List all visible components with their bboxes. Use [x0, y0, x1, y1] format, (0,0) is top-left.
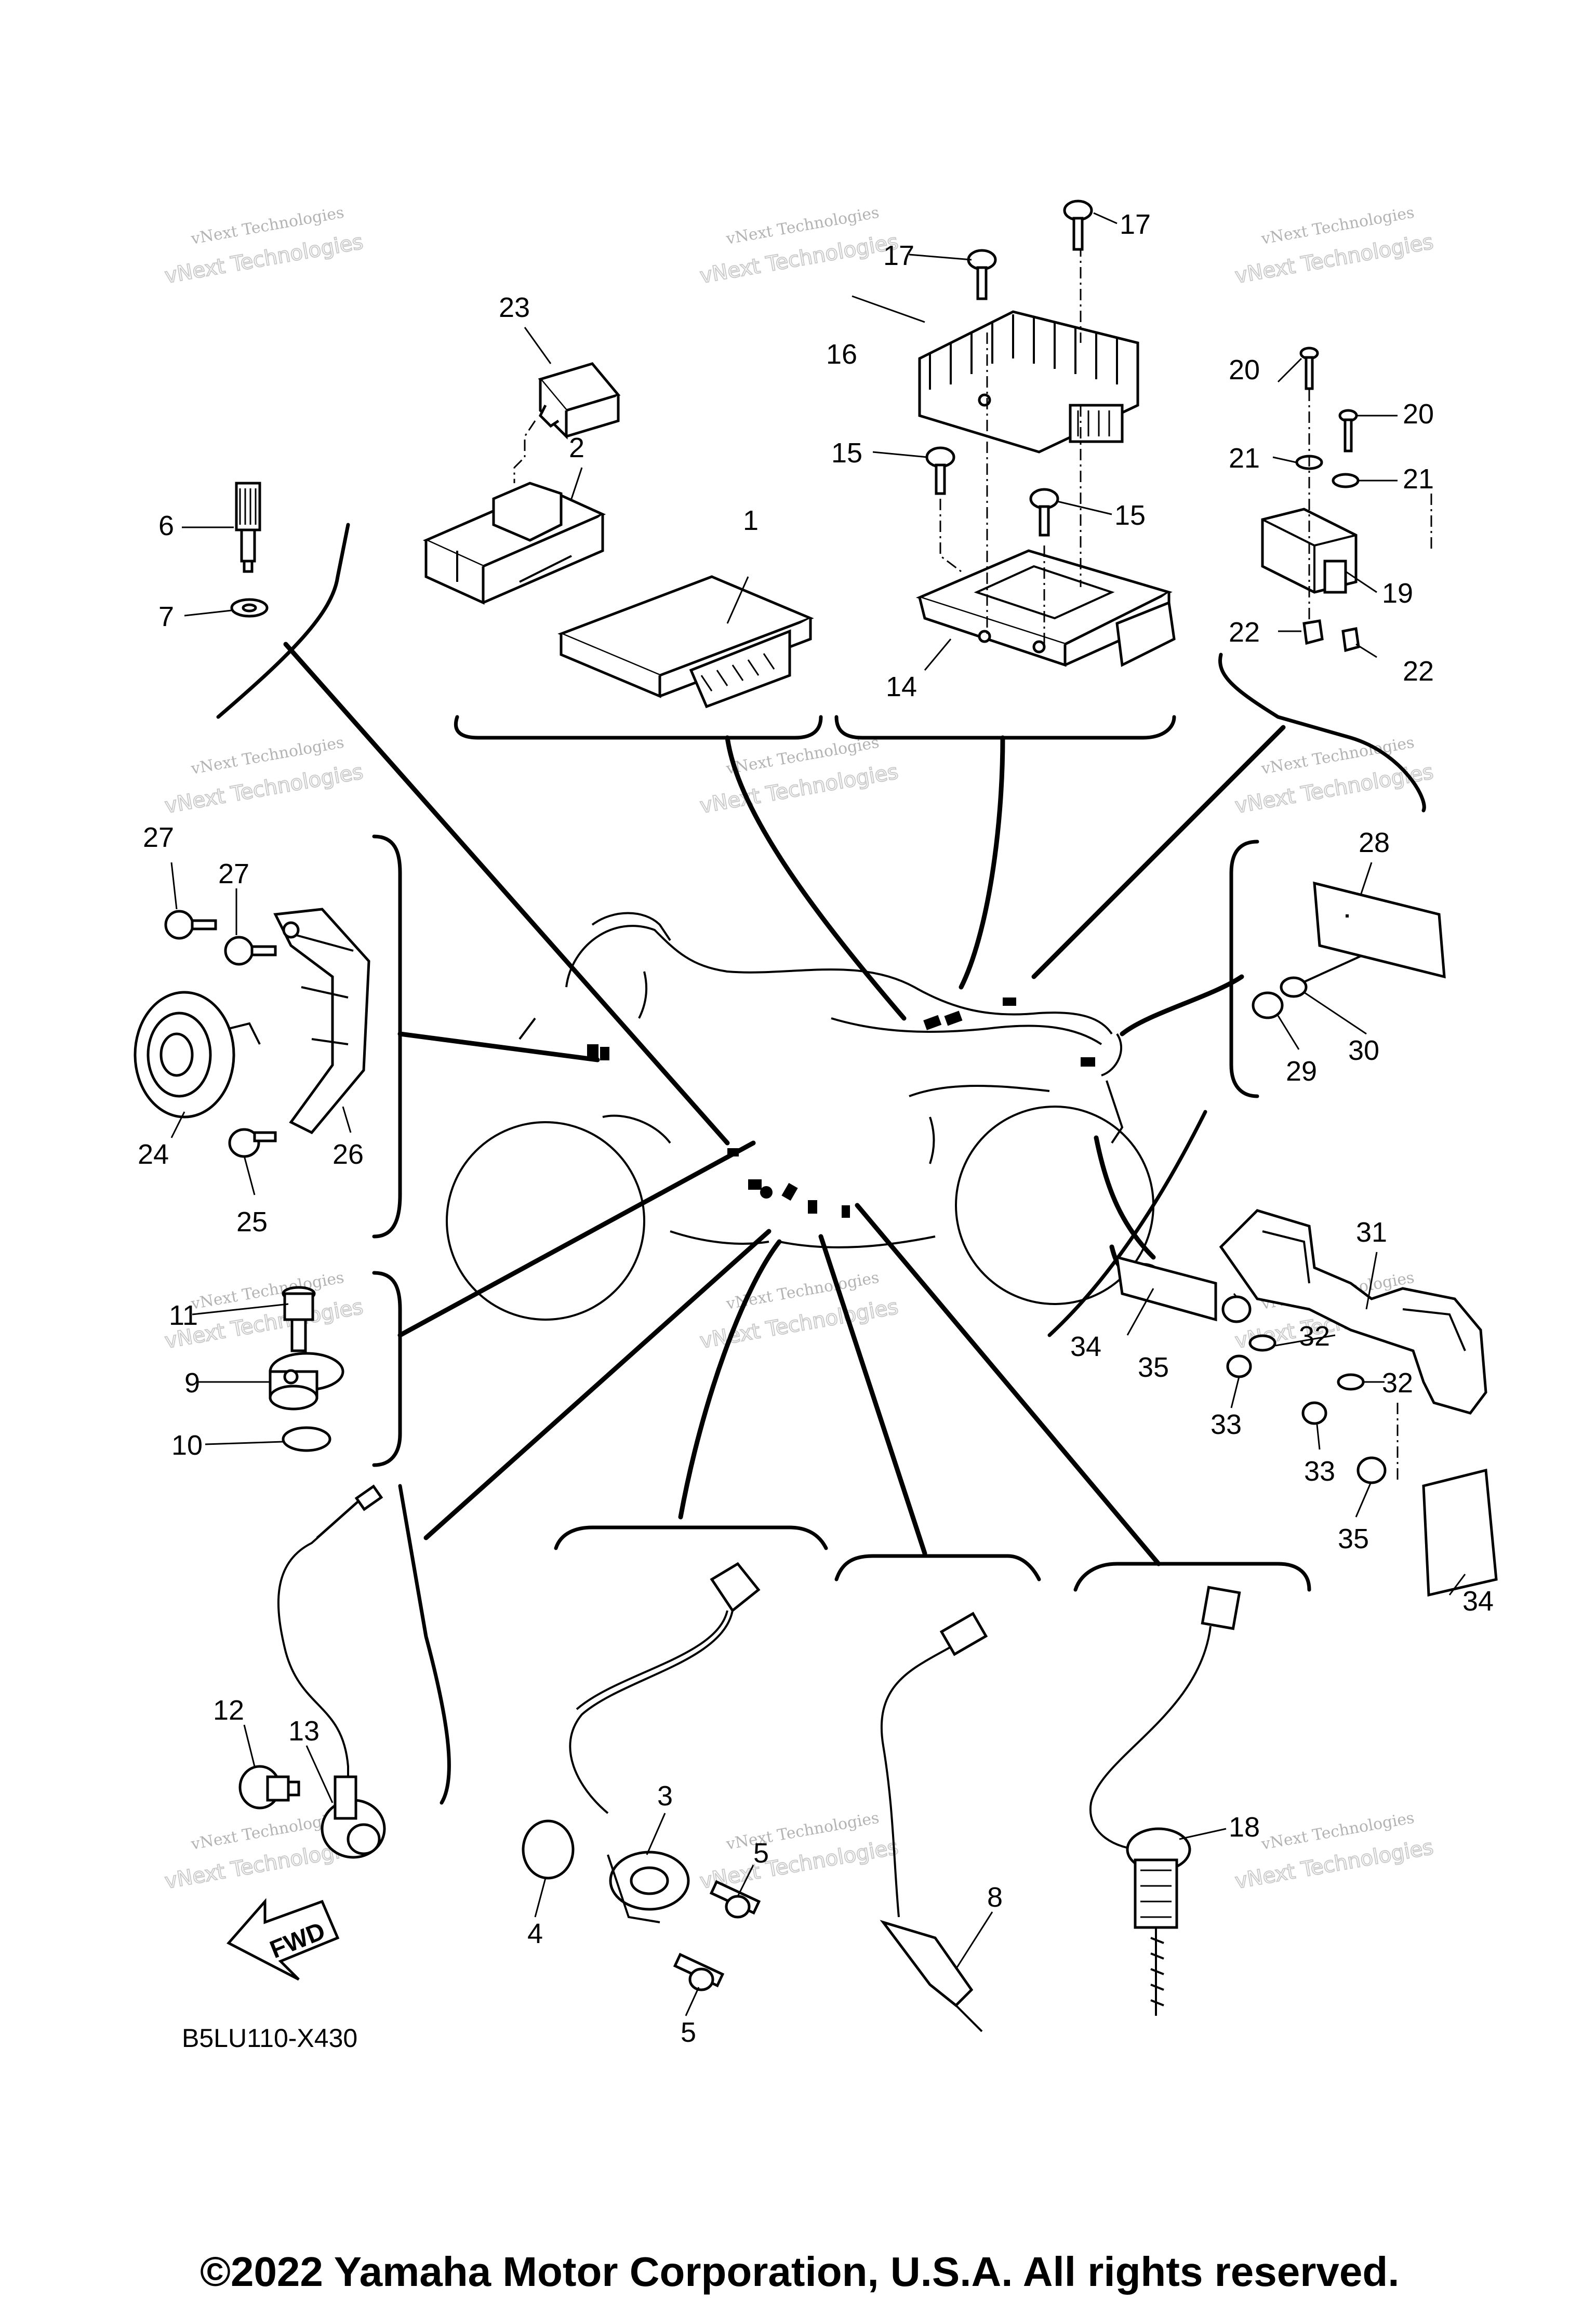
callout-5a: 5 [753, 1838, 769, 1869]
part-13-sensor-cable [277, 1484, 386, 1859]
part-9-sensor [269, 1352, 344, 1411]
part-1-ecu [557, 575, 814, 709]
part-22-nuts [1302, 619, 1360, 653]
callout-31: 31 [1356, 1217, 1387, 1248]
sensor-assembly-lines [1308, 390, 1432, 621]
callout-17b: 17 [1120, 209, 1151, 240]
part-18-sensor [1089, 1586, 1241, 2016]
part-12-sensor [238, 1765, 300, 1810]
part-5-bolts [673, 1880, 761, 1991]
callout-30: 30 [1348, 1035, 1379, 1066]
part-3-sensor [569, 1562, 761, 1923]
callout-5b: 5 [681, 2017, 696, 2048]
callout-20b: 20 [1403, 398, 1434, 430]
part-17-bolts [967, 200, 1093, 300]
part-6-sensor [235, 482, 261, 573]
central-connectors [587, 998, 1095, 1218]
part-31-bracket [1219, 1209, 1487, 1415]
part-29-nut [1252, 991, 1284, 1019]
callout-32a: 32 [1299, 1321, 1330, 1352]
callout-34b: 34 [1462, 1586, 1494, 1617]
part-33-nuts [1226, 1354, 1327, 1425]
callout-26: 26 [332, 1139, 364, 1170]
callout-11: 11 [169, 1300, 198, 1331]
part-11-bolt [282, 1286, 316, 1352]
rectifier-assembly-lines [939, 223, 1082, 647]
motorcycle-outline [446, 912, 1154, 1321]
part-35-nuts [1221, 1295, 1387, 1484]
callout-33a: 33 [1211, 1409, 1242, 1440]
group-leaders [283, 642, 1286, 1566]
callout-12: 12 [213, 1695, 244, 1726]
part-15-bolts [925, 446, 1059, 537]
part-23-relay [538, 362, 621, 440]
callout-20a: 20 [1229, 354, 1260, 385]
callout-labels: 1 2 3 4 5 5 6 7 8 9 10 11 12 13 14 15 15… [138, 209, 1494, 2048]
part-26-horn-bracket [273, 908, 370, 1135]
fwd-arrow-icon: FWD [227, 1898, 340, 1981]
callout-27a: 27 [143, 822, 174, 853]
part-23-assembly-line [513, 420, 536, 483]
part-2-ecu-bracket [422, 482, 606, 605]
part-34-reflectors [1115, 1255, 1498, 1597]
part-28-reflector [1313, 881, 1446, 979]
diagram-code: B5LU110-X430 [182, 2024, 357, 2053]
callout-2: 2 [569, 432, 584, 463]
callout-19: 19 [1382, 578, 1413, 609]
part-14-bracket [915, 549, 1176, 667]
callout-18: 18 [1229, 1812, 1260, 1843]
callout-8: 8 [987, 1882, 1003, 1913]
part-21-collars [1295, 455, 1360, 488]
part-25-bolt [228, 1128, 277, 1158]
callout-6: 6 [158, 510, 174, 541]
part-16-rectifier [918, 310, 1139, 454]
callout-21b: 21 [1403, 463, 1434, 495]
callout-23: 23 [499, 292, 530, 323]
callout-27b: 27 [218, 858, 249, 889]
callout-15a: 15 [831, 437, 862, 469]
callout-13: 13 [288, 1715, 320, 1747]
callout-17a: 17 [883, 240, 914, 271]
callout-21a: 21 [1229, 443, 1260, 474]
callout-14: 14 [886, 671, 917, 702]
callout-35b: 35 [1338, 1523, 1369, 1554]
part-4-o-ring [522, 1819, 575, 1880]
callout-leaders [170, 212, 1466, 2016]
callout-15b: 15 [1114, 500, 1146, 531]
callout-24: 24 [138, 1139, 169, 1170]
callout-35a: 35 [1138, 1352, 1169, 1383]
callout-32b: 32 [1382, 1367, 1413, 1399]
part-10-o-ring [282, 1426, 331, 1452]
copyright-notice: ©2022 Yamaha Motor Corporation, U.S.A. A… [200, 2249, 1399, 2295]
part-20-screws [1299, 347, 1358, 453]
callout-1: 1 [743, 505, 759, 536]
part-8-o2-sensor [880, 1612, 988, 2032]
callout-22b: 22 [1403, 656, 1434, 687]
callout-29: 29 [1286, 1056, 1317, 1087]
part-27-bolts [164, 910, 277, 966]
callout-3: 3 [657, 1780, 673, 1812]
callout-28: 28 [1359, 827, 1390, 858]
callout-22a: 22 [1229, 617, 1260, 648]
part-24-horn [134, 991, 261, 1119]
callout-34a: 34 [1070, 1331, 1101, 1362]
part-30-washer [1280, 955, 1362, 998]
group-brackets [216, 523, 1426, 1805]
callout-25: 25 [236, 1206, 268, 1238]
callout-9: 9 [184, 1367, 200, 1399]
part-32-washers [1248, 1334, 1365, 1391]
callout-10: 10 [171, 1430, 203, 1461]
callout-16: 16 [826, 339, 857, 370]
callout-4: 4 [527, 1918, 543, 1949]
callout-33b: 33 [1304, 1456, 1335, 1487]
callout-7: 7 [158, 601, 174, 632]
part-7-washer [230, 598, 269, 618]
